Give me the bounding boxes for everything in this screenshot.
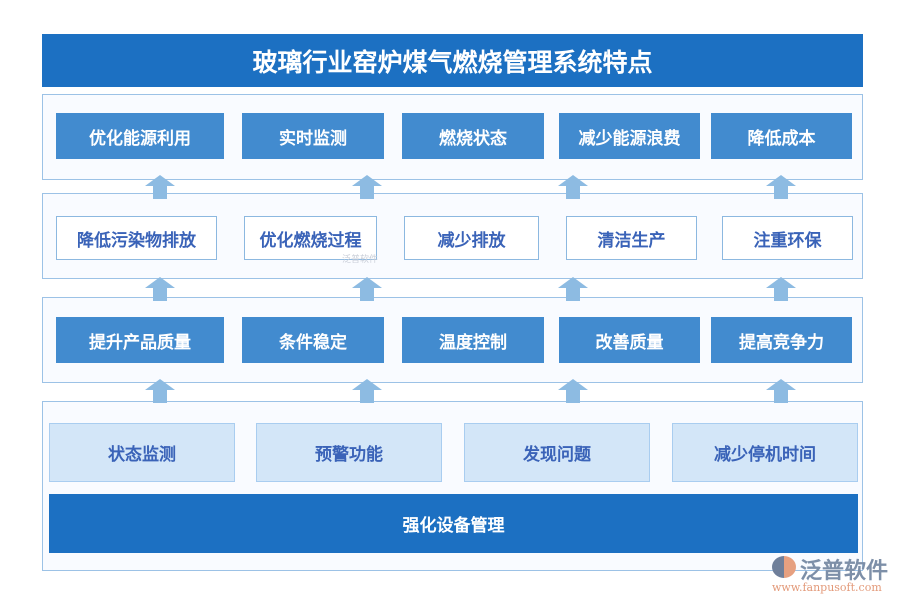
row3-box: 提升产品质量 [56, 317, 224, 363]
row2-box: 优化燃烧过程 [244, 216, 377, 260]
row1-box: 优化能源利用 [56, 113, 224, 159]
arrow-up-icon [558, 277, 588, 301]
row1-box: 实时监测 [242, 113, 384, 159]
row2-box: 注重环保 [722, 216, 853, 260]
row1-box: 燃烧状态 [402, 113, 544, 159]
logo-url: www.fanpusoft.com [772, 581, 882, 594]
page-title: 玻璃行业窑炉煤气燃烧管理系统特点 [42, 34, 863, 87]
row4-box: 减少停机时间 [672, 423, 858, 482]
arrow-up-icon [352, 175, 382, 199]
arrow-up-icon [558, 175, 588, 199]
row1-box: 减少能源浪费 [559, 113, 700, 159]
row2-box: 减少排放 [404, 216, 539, 260]
brand-logo: 泛普软件 www.fanpusoft.com [770, 553, 895, 598]
arrow-up-icon [352, 379, 382, 403]
row3-box: 改善质量 [559, 317, 700, 363]
arrow-up-icon [145, 277, 175, 301]
watermark: 泛普软件 [342, 255, 379, 265]
row4-box: 发现问题 [464, 423, 650, 482]
row3-box: 提高竞争力 [711, 317, 852, 363]
base-bar: 强化设备管理 [49, 494, 858, 553]
logo-name: 泛普软件 [800, 559, 889, 584]
arrow-up-icon [558, 379, 588, 403]
row4-box: 预警功能 [256, 423, 442, 482]
arrow-up-icon [766, 277, 796, 301]
logo-icon [772, 556, 796, 578]
row3-box: 温度控制 [402, 317, 544, 363]
arrow-up-icon [145, 379, 175, 403]
row4-box: 状态监测 [49, 423, 235, 482]
arrow-up-icon [145, 175, 175, 199]
arrow-up-icon [766, 379, 796, 403]
row3-box: 条件稳定 [242, 317, 384, 363]
row1-box: 降低成本 [711, 113, 852, 159]
arrow-up-icon [352, 277, 382, 301]
row2-box: 清洁生产 [566, 216, 697, 260]
row2-box: 降低污染物排放 [56, 216, 217, 260]
arrow-up-icon [766, 175, 796, 199]
